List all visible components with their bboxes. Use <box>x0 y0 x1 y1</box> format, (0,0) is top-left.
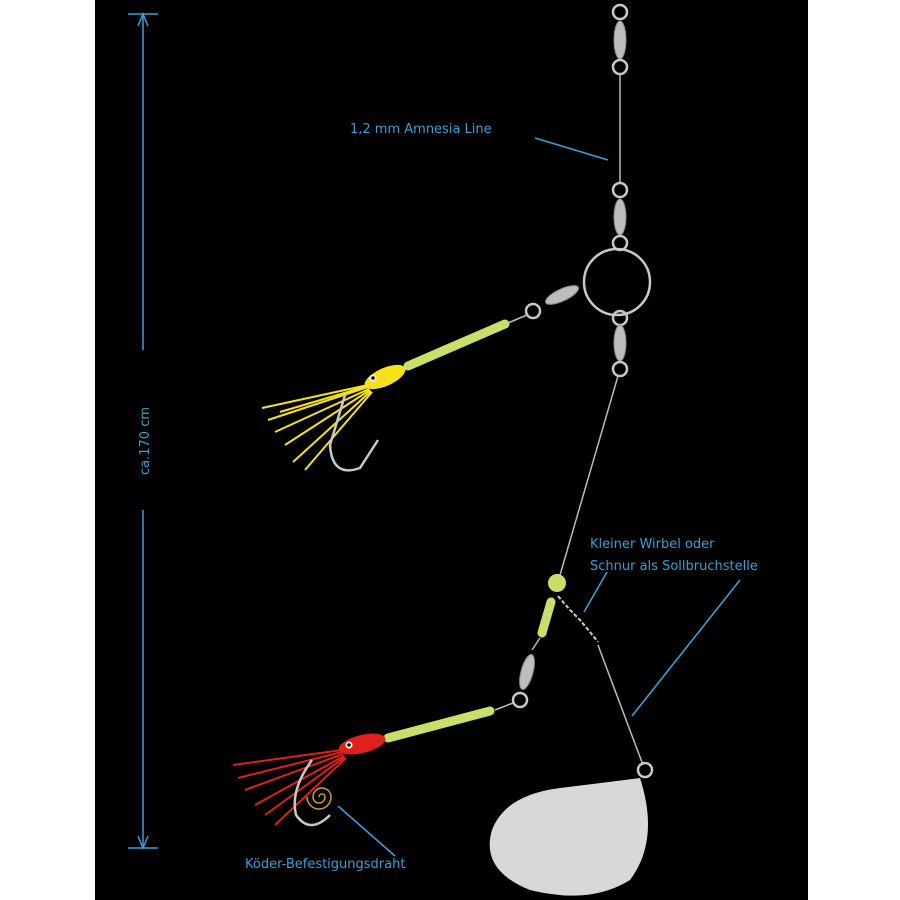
snap-swivel <box>557 595 654 779</box>
length-label: ca.170 cm <box>138 407 153 475</box>
length-dimension <box>128 12 158 850</box>
lower-tube <box>383 706 495 743</box>
bait-wire-coil <box>306 787 332 810</box>
lower-hook <box>293 759 331 827</box>
upper-tube <box>403 319 510 371</box>
bait-wire-label: Köder-Befestigungsdraht <box>245 857 405 872</box>
lower-lure <box>232 706 495 827</box>
upper-lure <box>261 285 580 472</box>
upper-hook <box>328 394 380 472</box>
callout-lines <box>337 137 741 857</box>
bead <box>548 574 566 592</box>
main-ring <box>582 247 652 317</box>
swivel-label-2: Schnur als Sollbruchstelle <box>590 559 758 574</box>
swivel-label-1: Kleiner Wirbel oder <box>590 537 715 552</box>
main-line <box>582 3 652 378</box>
spoon <box>489 778 648 896</box>
diagram-background <box>95 0 808 900</box>
line-label: 1,2 mm Amnesia Line <box>350 122 492 137</box>
